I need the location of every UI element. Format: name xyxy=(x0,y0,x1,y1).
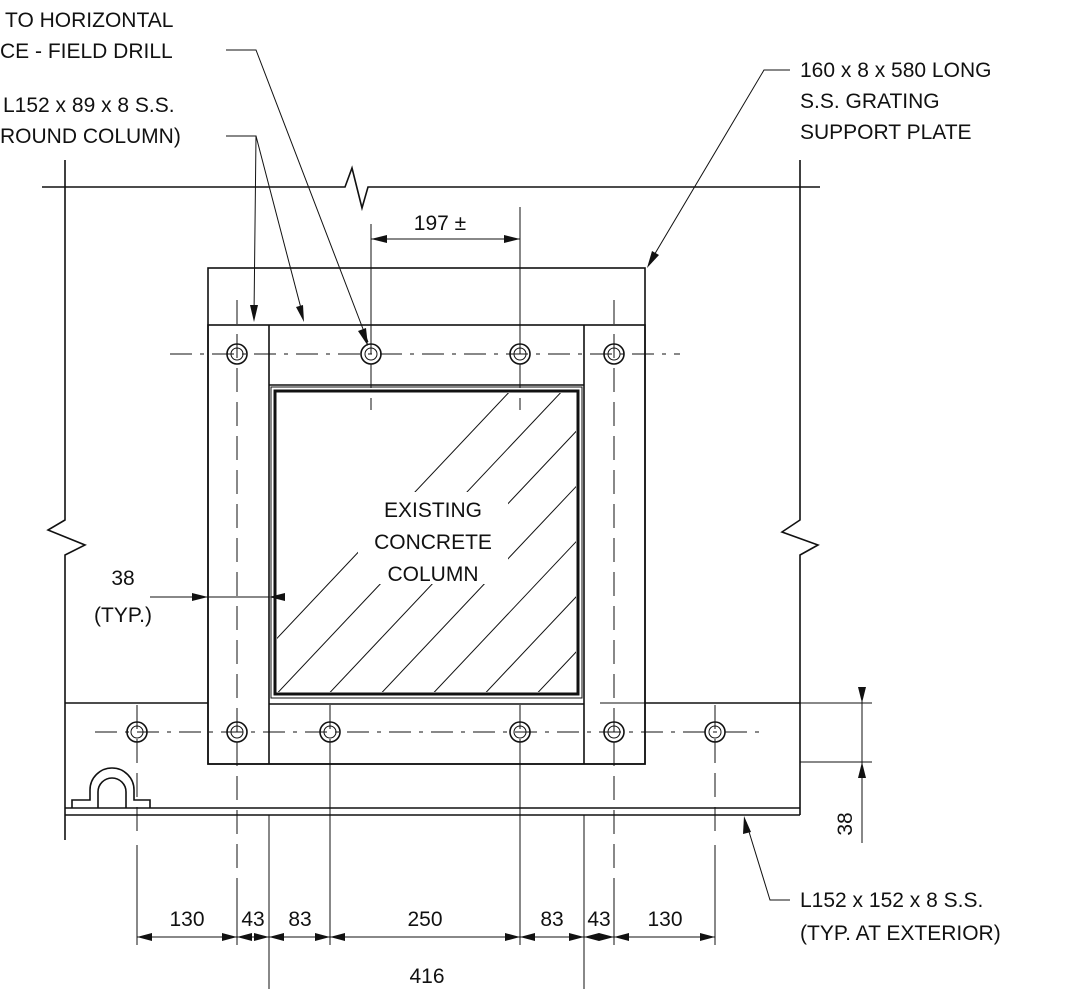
dim-top-label: 197 ± xyxy=(414,212,466,235)
concrete-column xyxy=(270,386,583,699)
note-horizontal-line1: TO HORIZONTAL xyxy=(5,9,173,32)
angle-frame-outer xyxy=(207,324,646,765)
column-label-line1: EXISTING xyxy=(384,499,482,522)
bolt-icon xyxy=(226,721,248,743)
bolt-icon xyxy=(603,343,625,365)
dim-bottom-2: 83 xyxy=(288,908,311,931)
grating-left-edge xyxy=(46,160,87,840)
dim-bottom-4: 83 xyxy=(540,908,563,931)
column-label-line2: CONCRETE xyxy=(374,531,492,554)
dim-side-value: 38 xyxy=(111,567,134,590)
note-plate-line2: S.S. GRATING xyxy=(800,90,940,113)
leader-angle xyxy=(226,135,304,322)
bolt-holes xyxy=(126,343,726,743)
dim-bottom-3: 250 xyxy=(407,908,442,931)
exterior-angle-strip xyxy=(65,702,800,816)
bolt-icon xyxy=(226,343,248,365)
dim-bottom-6: 130 xyxy=(647,908,682,931)
dim-bottom-1: 43 xyxy=(241,908,264,931)
grating-right-edge xyxy=(780,160,820,815)
bolt-icon xyxy=(509,721,531,743)
bolt-icon xyxy=(603,721,625,743)
dim-side-typ: (TYP.) xyxy=(94,604,152,627)
dim-bottom-lines xyxy=(137,933,715,941)
bolt-icon xyxy=(704,721,726,743)
bolt-icon xyxy=(126,721,148,743)
dim-overall-label: 416 xyxy=(409,965,444,988)
dim-bottom-0: 130 xyxy=(169,908,204,931)
dim-right-vertical-label: 38 xyxy=(834,812,857,835)
note-exterior-line2: (TYP. AT EXTERIOR) xyxy=(800,922,1001,945)
angle-frame-members xyxy=(268,325,585,764)
note-plate-line1: 160 x 8 x 580 LONG xyxy=(800,59,991,82)
dim-side xyxy=(150,593,285,601)
note-horizontal-line2: CE - FIELD DRILL xyxy=(0,40,173,63)
bolt-icon xyxy=(319,721,341,743)
note-angle-line2: ROUND COLUMN) xyxy=(0,125,181,148)
dim-top xyxy=(370,207,521,350)
leader-horizontal xyxy=(226,49,369,346)
dim-bottom-5: 43 xyxy=(587,908,610,931)
dim-right-vertical xyxy=(600,687,872,843)
grating-top-edge xyxy=(42,165,820,212)
note-exterior-line1: L152 x 152 x 8 S.S. xyxy=(800,889,983,912)
column-hatching xyxy=(277,393,576,692)
pipe-clamp-icon xyxy=(71,767,151,808)
leader-plate xyxy=(647,69,790,268)
dim-bottom-extensions xyxy=(136,760,716,989)
column-label-line3: COLUMN xyxy=(387,563,478,586)
note-angle-line1: L152 x 89 x 8 S.S. xyxy=(3,94,175,117)
leader-exterior xyxy=(743,816,790,901)
note-plate-line3: SUPPORT PLATE xyxy=(800,121,972,144)
